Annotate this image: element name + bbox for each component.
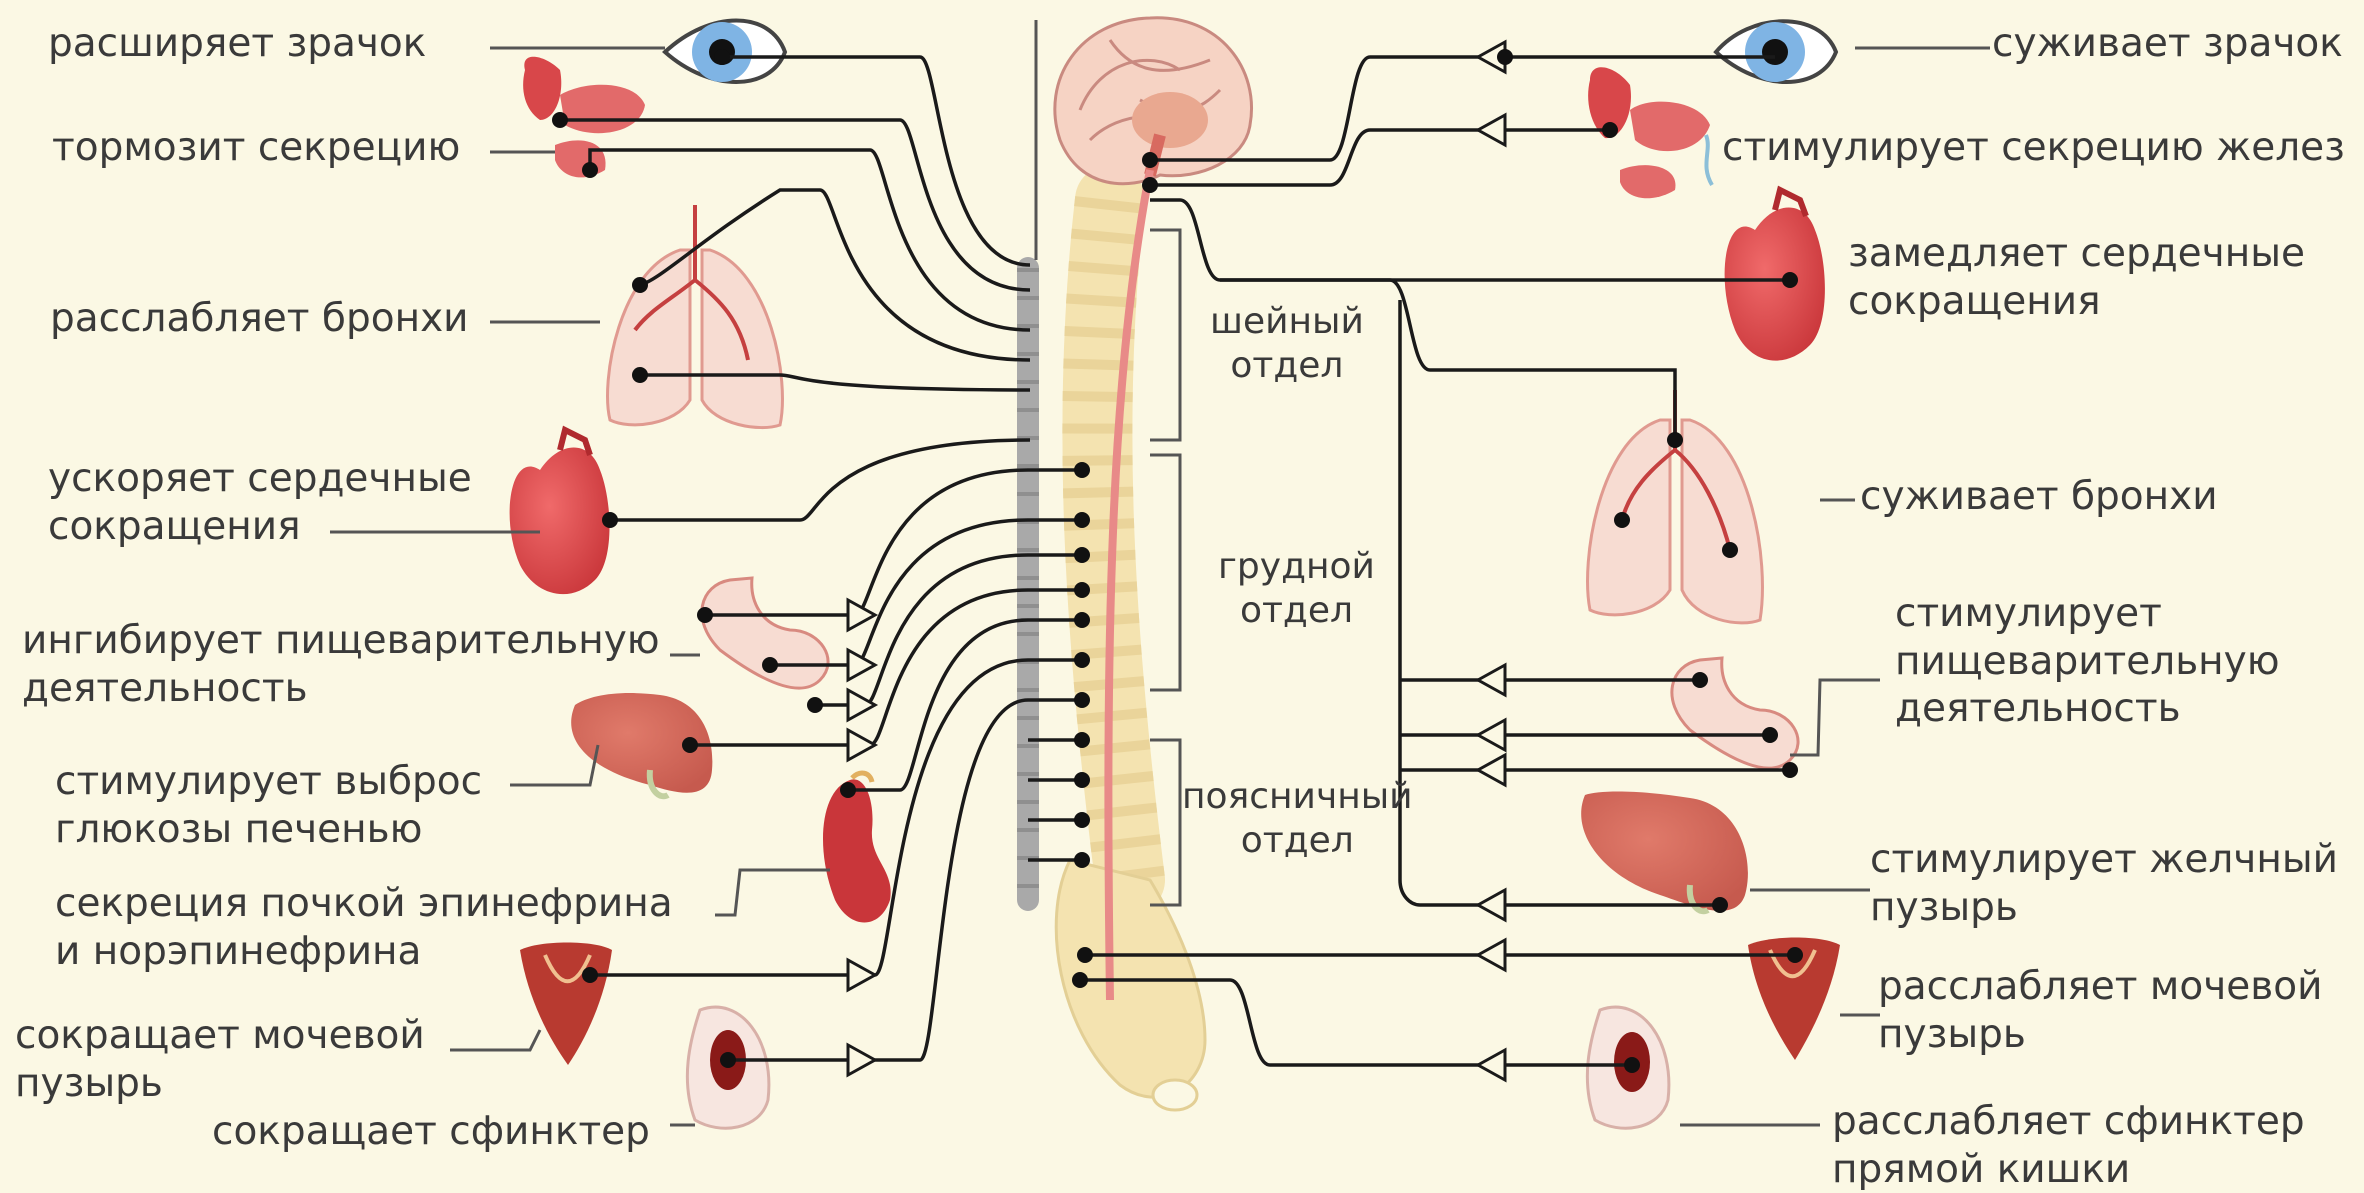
label-dilates-pupil: расширяет зрачок bbox=[48, 20, 426, 68]
label-contracts-sphincter: сокращает сфинктер bbox=[212, 1108, 650, 1156]
kidney-icon bbox=[823, 773, 891, 922]
label-cervical-region: шейный отдел bbox=[1210, 300, 1364, 388]
eye-icon bbox=[1716, 21, 1836, 82]
label-stimulates-digestion: стимулирует пищеварительную деятельность bbox=[1895, 590, 2280, 733]
lungs-icon bbox=[608, 205, 783, 428]
synapse-arrows bbox=[848, 42, 1505, 1080]
label-contracts-bladder: сокращает мочевой пузырь bbox=[15, 1012, 425, 1107]
label-slows-heart: замедляет сердечные сокращения bbox=[1848, 230, 2305, 325]
sympathetic-chain bbox=[1028, 20, 1036, 900]
label-relaxes-bronchi: расслабляет бронхи bbox=[50, 295, 469, 343]
salivary-gland-icon bbox=[523, 57, 645, 178]
label-lumbar-region: поясничный отдел bbox=[1182, 775, 1413, 863]
label-inhibits-secretion: тормозит секрецию bbox=[52, 124, 460, 172]
label-constricts-bronchi: суживает бронхи bbox=[1860, 473, 2218, 521]
heart-icon bbox=[510, 430, 610, 594]
label-stimulates-secretion: стимулирует секрецию желез bbox=[1722, 124, 2345, 172]
stomach-icon bbox=[702, 578, 828, 688]
label-kidney-epinephrine: секреция почкой эпинефрина и норэпинефри… bbox=[55, 880, 673, 975]
label-inhibits-digestion: ингибирует пищеварительную деятельность bbox=[22, 617, 660, 712]
label-accelerates-heart: ускоряет сердечные сокращения bbox=[48, 455, 472, 550]
label-liver-glucose: стимулирует выброс глюкозы печенью bbox=[55, 758, 482, 853]
label-stimulates-gallbladder: стимулирует желчный пузырь bbox=[1870, 836, 2338, 931]
label-constricts-pupil: суживает зрачок bbox=[1992, 20, 2343, 68]
label-thoracic-region: грудной отдел bbox=[1218, 545, 1375, 633]
label-relaxes-bladder: расслабляет мочевой пузырь bbox=[1878, 963, 2322, 1058]
liver-icon bbox=[1581, 792, 1748, 912]
stomach-icon bbox=[1672, 658, 1798, 768]
label-relaxes-sphincter: расслабляет сфинктер прямой кишки bbox=[1832, 1098, 2305, 1193]
heart-icon bbox=[1725, 190, 1825, 361]
